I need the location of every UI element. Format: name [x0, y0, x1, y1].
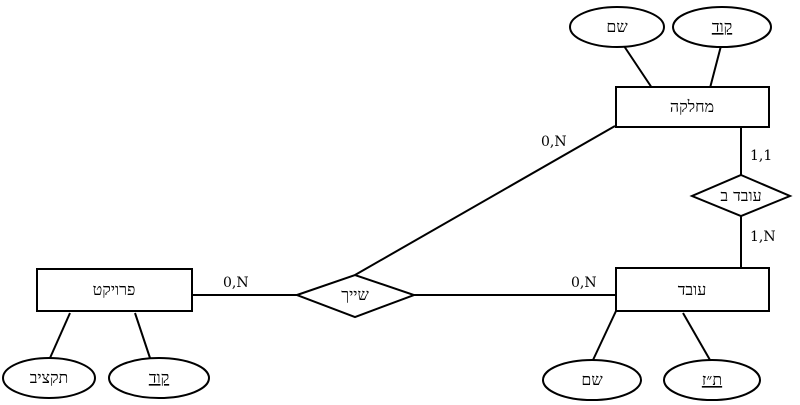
line-dept-belongs: [354, 125, 616, 276]
rel-works-in: [689, 173, 793, 218]
card-dept-belongs: 0,N: [541, 134, 567, 150]
card-emp-belongs: 0,N: [571, 275, 597, 291]
attr-emp-id: [663, 359, 761, 401]
entity-department-label: מחלקה: [670, 97, 714, 116]
line-proj-code: [134, 312, 151, 359]
entity-project: [36, 268, 193, 312]
card-proj-belongs: 0,N: [223, 275, 249, 291]
rel-belongs: [294, 273, 417, 319]
line-emp-id: [682, 312, 711, 361]
attr-proj-budget: [2, 357, 96, 399]
attr-proj-code-label: קוד: [149, 368, 169, 387]
attr-proj-code: [108, 357, 210, 399]
card-dept-works-in: 1,1: [750, 148, 772, 164]
attr-emp-name: [542, 359, 642, 401]
entity-employee-label: עובד: [678, 280, 707, 299]
entity-project-label: פרויקט: [93, 280, 136, 299]
attr-dept-code: [672, 6, 772, 48]
rel-works-in-label: עובד ב: [720, 186, 761, 205]
line-dept-code: [709, 41, 723, 89]
rel-belongs-label: שייך: [341, 285, 369, 304]
line-dept-name: [619, 39, 653, 89]
line-proj-budget: [49, 312, 71, 359]
attr-emp-id-label: ת״ז: [702, 370, 722, 389]
attr-dept-code-label: קוד: [712, 17, 732, 36]
attr-proj-budget-label: תקציב: [30, 368, 69, 387]
entity-department: [615, 86, 770, 128]
entity-employee: [615, 267, 770, 312]
line-emp-name: [592, 310, 617, 361]
attr-emp-name-label: שם: [581, 370, 603, 389]
attr-dept-name: [569, 6, 665, 48]
card-emp-works-in: 1,N: [750, 229, 776, 245]
attr-dept-name-label: שם: [606, 17, 628, 36]
